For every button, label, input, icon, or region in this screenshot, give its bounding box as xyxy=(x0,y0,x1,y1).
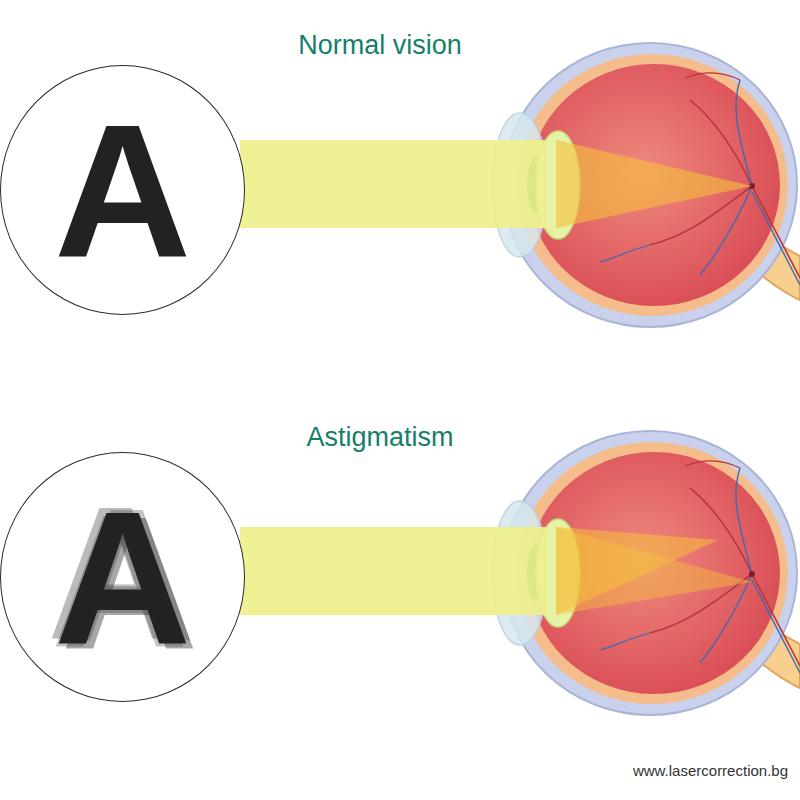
test-letter: A xyxy=(54,482,191,672)
letter-circle: A xyxy=(0,452,245,702)
letter-circle: A xyxy=(0,65,245,315)
section-heading: Normal vision xyxy=(298,30,462,61)
watermark: www.lasercorrection.bg xyxy=(633,762,788,779)
section-heading: Astigmatism xyxy=(306,422,453,453)
test-letter: A xyxy=(54,95,191,285)
